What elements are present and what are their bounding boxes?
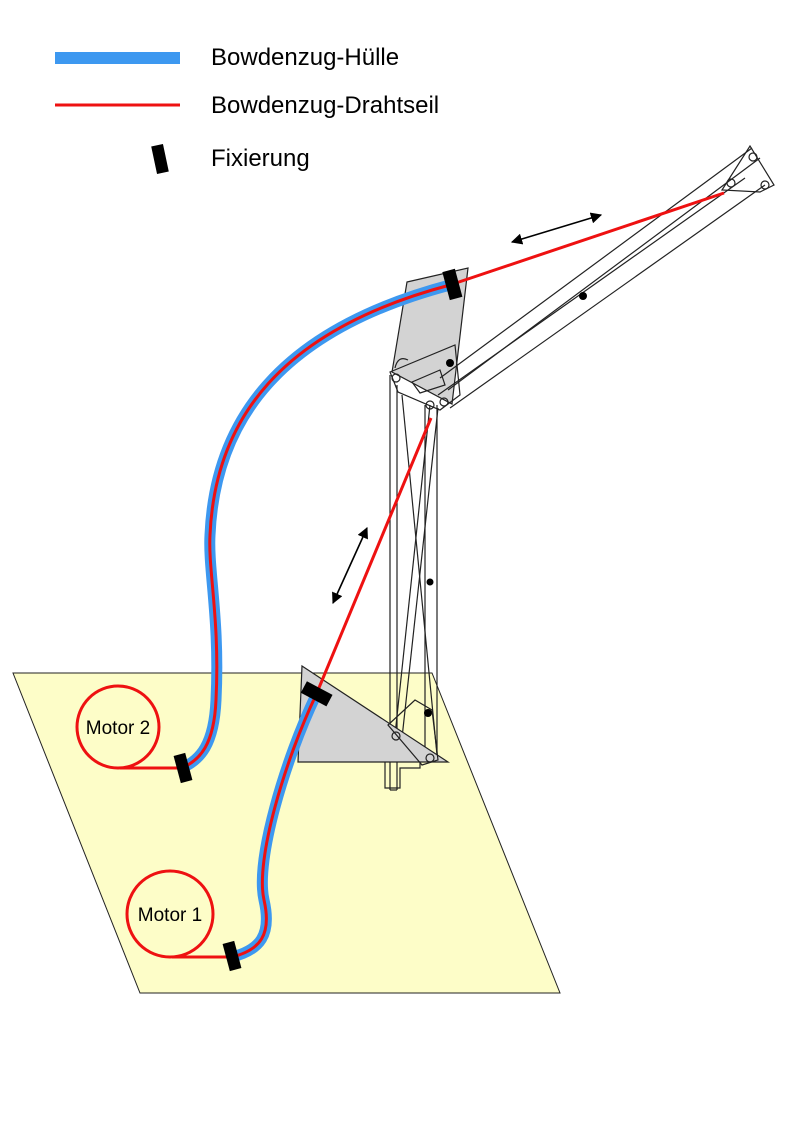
motor-1-coil [125, 869, 215, 959]
column-pivot-dot [426, 578, 434, 586]
lower-mount-plate [297, 664, 451, 763]
cable-2-wire-in-sheath [120, 283, 451, 770]
lower-arm [394, 394, 439, 756]
legend-fixation-swatch [151, 144, 169, 174]
vertical-column [384, 375, 438, 791]
cable-1-exposed-wire [314, 417, 433, 696]
lower-joint [387, 699, 439, 766]
upper-motion-arrow [510, 212, 603, 245]
upper-arm [437, 144, 775, 409]
legend-sheath-label: Bowdenzug-Hülle [211, 44, 399, 71]
cable-1-wire-in-sheath [172, 694, 318, 959]
motor-1-label: Motor 1 [138, 905, 202, 926]
cable-2-exposed-wire [449, 191, 725, 287]
fixation-upper-plate [442, 268, 463, 301]
upper-joint [389, 344, 461, 411]
fixation-motor-1 [222, 940, 242, 972]
legend: Bowdenzug-Hülle Bowdenzug-Drahtseil Fixi… [55, 44, 439, 174]
motor-2: Motor 2 [75, 684, 161, 770]
lower-motion-arrow [332, 526, 368, 605]
motor-2-label: Motor 2 [86, 718, 150, 739]
legend-wire-label: Bowdenzug-Drahtseil [211, 92, 439, 119]
motor-2-coil [75, 684, 161, 770]
upper-arm-dot [579, 292, 587, 300]
arm-tip-bracket [720, 144, 775, 193]
fixation-lower-plate [300, 681, 333, 707]
motor-1: Motor 1 [125, 869, 215, 959]
fixations [173, 268, 463, 972]
legend-fixation-label: Fixierung [211, 145, 310, 172]
fixation-motor-2 [173, 752, 193, 784]
